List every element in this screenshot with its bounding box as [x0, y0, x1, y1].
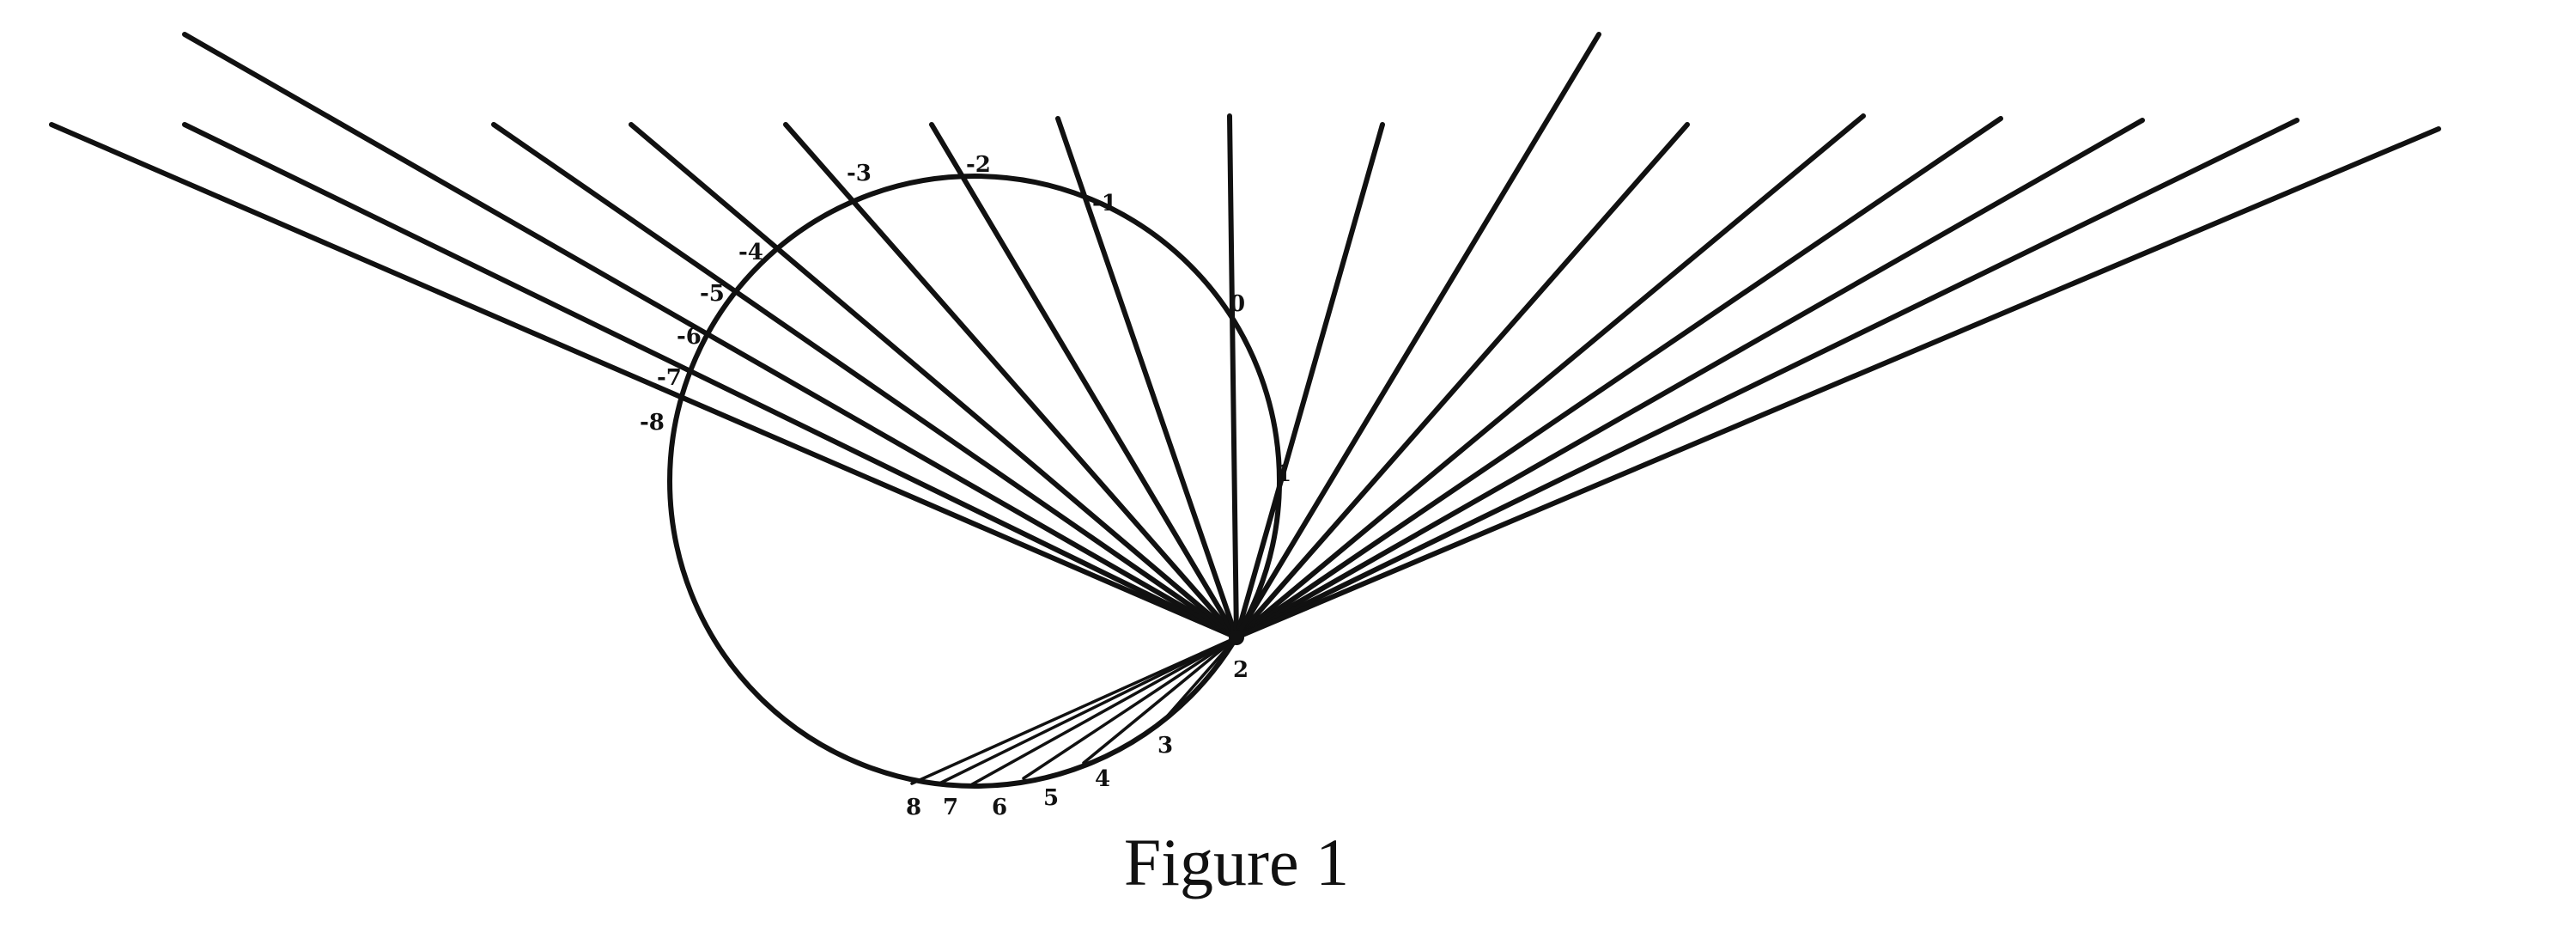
chord [1022, 636, 1238, 780]
label-left: -8 [640, 410, 665, 436]
label-lower: 4 [1095, 766, 1110, 792]
label-left: -7 [657, 365, 682, 391]
figure-caption: Figure 1 [1123, 825, 1350, 899]
ray [1234, 32, 1601, 640]
label-left: -5 [700, 281, 725, 307]
label-lower: 7 [943, 795, 958, 820]
label-top: 1 [1276, 461, 1291, 487]
chord [1082, 636, 1238, 765]
chord [910, 636, 1238, 785]
ray [49, 122, 1239, 640]
ray [182, 32, 1239, 640]
ray [1227, 113, 1239, 640]
chord [936, 636, 1238, 786]
ray [629, 122, 1239, 640]
circle [667, 174, 1282, 789]
ray [929, 122, 1239, 640]
ray [1234, 113, 1866, 640]
label-lower: 8 [906, 795, 921, 820]
chord [1159, 636, 1238, 725]
ray [1234, 118, 2145, 640]
ray [1234, 122, 1385, 640]
ray [1234, 118, 2300, 640]
focal-point [1229, 630, 1244, 645]
ray [1055, 116, 1239, 640]
ray [783, 122, 1239, 640]
label-top: 0 [1230, 291, 1245, 317]
label-left: -6 [677, 324, 702, 350]
ray [1234, 122, 1690, 640]
tick-labels: 2 -3 -2 -1 0 1 -4 -5 -6 -7 -8 3 4 5 6 7 … [640, 152, 1291, 820]
label-top: -2 [966, 152, 991, 178]
ray [491, 122, 1239, 640]
ray [1234, 116, 2003, 640]
label-lower: 6 [992, 795, 1007, 820]
ray [182, 122, 1239, 640]
label-left: -4 [738, 240, 763, 265]
chord [970, 636, 1238, 786]
label-top: -1 [1092, 191, 1117, 216]
label-lower: 5 [1043, 785, 1059, 811]
ray [1234, 126, 2441, 640]
label-point: 2 [1233, 657, 1249, 683]
label-top: -3 [847, 161, 872, 186]
lower-chords [910, 636, 1238, 786]
ray-fan [49, 32, 2441, 640]
label-lower: 3 [1157, 733, 1173, 759]
